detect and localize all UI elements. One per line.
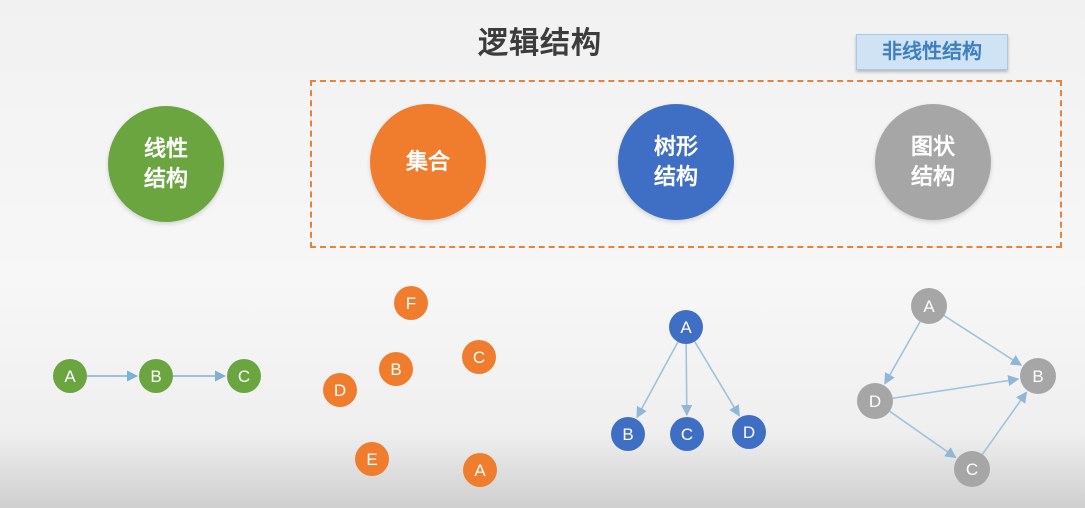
graph-node-D-label: D bbox=[869, 392, 881, 411]
set-node-F-circle bbox=[394, 286, 428, 320]
graph-node-A-circle bbox=[911, 288, 947, 324]
category-graph: 图状结构 bbox=[875, 104, 991, 220]
set-node-E-circle bbox=[355, 442, 389, 476]
linear-node-C-label: C bbox=[238, 367, 250, 386]
graph-node-B-label: B bbox=[1032, 367, 1043, 386]
tree-node-C: C bbox=[670, 417, 704, 451]
linear-node-B-circle bbox=[139, 359, 173, 393]
category-linear: 线性结构 bbox=[108, 106, 224, 222]
category-linear-label: 线性结构 bbox=[143, 136, 188, 191]
tree-node-B: B bbox=[611, 417, 645, 451]
tree-node-D-circle bbox=[732, 415, 766, 449]
graph-node-C-circle bbox=[954, 451, 990, 487]
nonlinear-badge: 非线性结构 bbox=[856, 34, 1008, 70]
linear-node-B: B bbox=[139, 359, 173, 393]
graph-edge-A-B bbox=[943, 315, 1023, 366]
set-node-A-circle bbox=[463, 453, 497, 487]
tree-node-D-label: D bbox=[743, 423, 755, 442]
tree-node-C-circle bbox=[670, 417, 704, 451]
set-node-C-label: C bbox=[473, 348, 485, 367]
set-node-B-label: B bbox=[390, 360, 401, 379]
set-node-F: F bbox=[394, 286, 428, 320]
set-node-D-label: D bbox=[334, 381, 346, 400]
set-node-D: D bbox=[323, 373, 357, 407]
category-set-label: 集合 bbox=[405, 149, 450, 174]
tree-edge-A-B bbox=[636, 341, 679, 419]
linear-node-B-label: B bbox=[150, 367, 161, 386]
tree-node-C-label: C bbox=[681, 425, 693, 444]
set-node-A-label: A bbox=[474, 461, 486, 480]
graph-edge-D-B bbox=[892, 375, 1020, 400]
graph-node-A-label: A bbox=[923, 297, 935, 316]
nonlinear-group-box bbox=[310, 80, 1062, 248]
category-tree: 树形结构 bbox=[618, 104, 734, 220]
tree-node-A-label: A bbox=[680, 318, 692, 337]
category-set: 集合 bbox=[370, 104, 486, 220]
linear-node-C-circle bbox=[227, 359, 261, 393]
set-node-B-circle bbox=[379, 352, 413, 386]
tree-node-A-circle bbox=[669, 310, 703, 344]
set-node-B: B bbox=[379, 352, 413, 386]
set-node-C-circle bbox=[462, 340, 496, 374]
graph-edge-C-B bbox=[981, 391, 1028, 455]
graph-node-D-circle bbox=[857, 383, 893, 419]
linear-node-C: C bbox=[227, 359, 261, 393]
linear-node-A: A bbox=[53, 359, 87, 393]
graph-node-C-label: C bbox=[966, 460, 978, 479]
graph-node-B-circle bbox=[1020, 358, 1056, 394]
category-tree-label: 树形结构 bbox=[653, 134, 698, 189]
graph-node-C: C bbox=[954, 451, 990, 487]
graph-node-A: A bbox=[911, 288, 947, 324]
graph-edge-D-C bbox=[889, 410, 957, 459]
graph-node-D: D bbox=[857, 383, 893, 419]
tree-node-A: A bbox=[669, 310, 703, 344]
graph-node-B: B bbox=[1020, 358, 1056, 394]
tree-edge-A-D bbox=[694, 341, 740, 417]
tree-edge-A-C bbox=[681, 343, 693, 417]
page-title: 逻辑结构 bbox=[478, 27, 602, 60]
set-node-C: C bbox=[462, 340, 496, 374]
linear-node-A-circle bbox=[53, 359, 87, 393]
set-node-E-label: E bbox=[366, 450, 377, 469]
tree-node-B-circle bbox=[611, 417, 645, 451]
tree-node-B-label: B bbox=[622, 425, 633, 444]
linear-node-A-label: A bbox=[64, 367, 76, 386]
set-node-F-label: F bbox=[406, 294, 416, 313]
set-node-D-circle bbox=[323, 373, 357, 407]
set-node-E: E bbox=[355, 442, 389, 476]
set-node-A: A bbox=[463, 453, 497, 487]
graph-edge-A-D bbox=[884, 321, 921, 385]
tree-node-D: D bbox=[732, 415, 766, 449]
category-graph-label: 图状结构 bbox=[910, 134, 955, 189]
